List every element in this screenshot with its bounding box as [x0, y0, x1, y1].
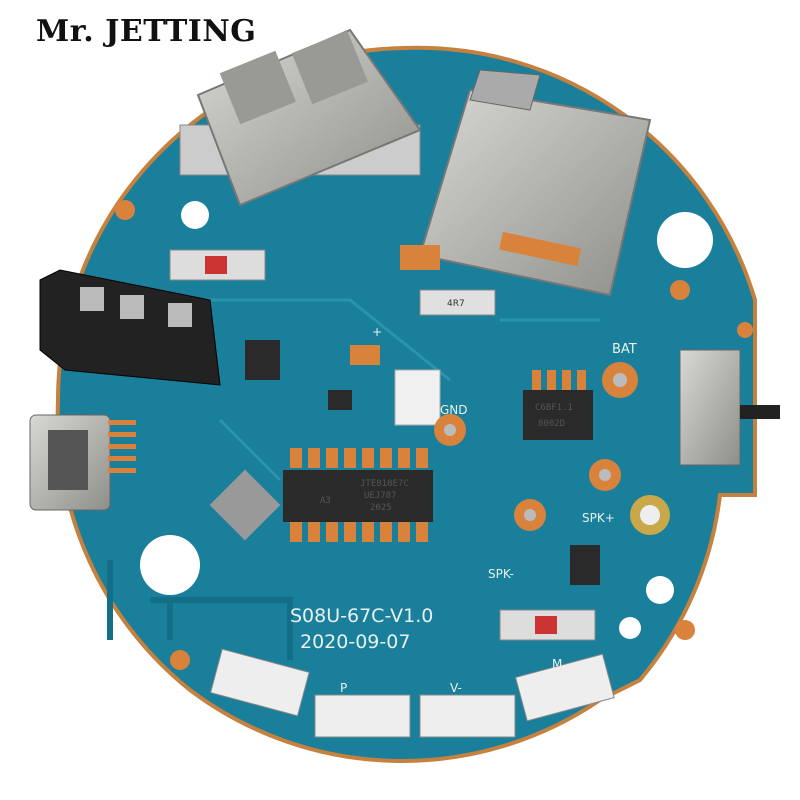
slide-switch [679, 349, 780, 466]
spk-plus-label: SPK+ [582, 511, 615, 525]
brand-watermark: Mr. JETTING [36, 14, 257, 49]
mounting-holes [115, 200, 753, 670]
board-model-label: S08U-67C-V1.0 [290, 605, 433, 627]
amp-chip-line-1: 8002D [538, 419, 565, 429]
chip-line-2: UEJ787 [364, 491, 397, 501]
chip-line-3: 2025 [370, 503, 392, 513]
amp-chip: C6BF1.1 8002D [523, 370, 593, 440]
bat-label: BAT [612, 342, 637, 357]
button-m-label: M [552, 657, 562, 671]
chip-line-1: JTE818E7C [360, 479, 409, 489]
audio-jack [39, 269, 221, 386]
smd-components [169, 245, 670, 641]
microsd-slot [418, 69, 652, 297]
gnd-label: GND [440, 403, 468, 417]
main-chip: A3 JTE818E7C UEJ787 2025 [283, 448, 433, 542]
amp-chip-line-2: C6BF1.1 [535, 403, 573, 413]
chip-logo: A3 [320, 496, 331, 506]
button-p-label: P [340, 681, 347, 695]
tactile-buttons [209, 648, 615, 738]
micro-usb-port [29, 414, 136, 511]
button-vplus-label: V+ [245, 657, 263, 671]
plus-label: + [372, 325, 382, 339]
inductor-label: 4R7 [447, 299, 465, 309]
board-date-label: 2020-09-07 [300, 631, 410, 653]
spk-minus-label: SPK- [488, 567, 514, 581]
usb-a-port [179, 28, 422, 207]
button-vminus-label: V- [450, 681, 462, 695]
